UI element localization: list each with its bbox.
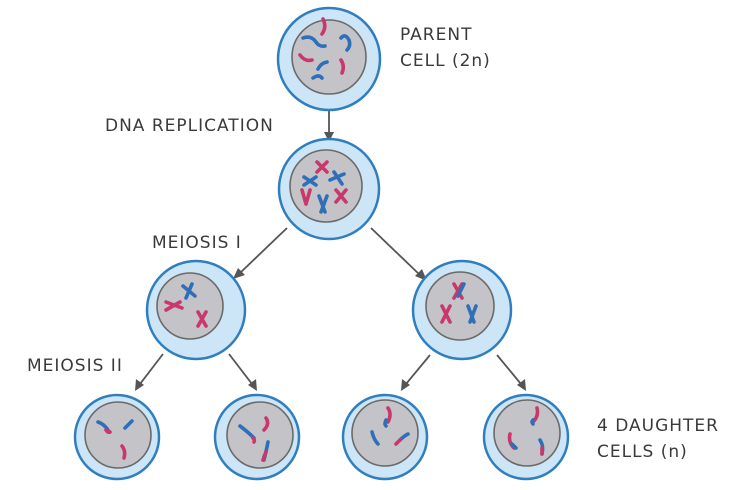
label-daughter-cells: 4 DAUGHTER CELLS (n) — [597, 413, 719, 465]
arrow-parent-to-replicated — [324, 111, 334, 142]
meiosis1-cell-left — [145, 259, 247, 361]
arrow-right-to-d3 — [401, 354, 431, 391]
label-parent-line2: CELL (2n) — [400, 51, 491, 71]
arrow-replicated-to-right — [370, 227, 427, 281]
label-parent-line1: PARENT — [400, 25, 473, 45]
label-dna-replication: DNA REPLICATION — [105, 116, 274, 136]
arrow-right-to-d4 — [496, 354, 526, 391]
chromosomes-replicated — [300, 160, 348, 214]
label-meiosis-2: MEIOSIS II — [27, 356, 123, 376]
chromosomes-d3 — [370, 406, 410, 446]
arrow-replicated-to-left — [233, 227, 288, 279]
daughter-cell-1 — [73, 393, 161, 481]
label-daughter-line1: 4 DAUGHTER — [597, 416, 719, 436]
daughter-cell-2 — [213, 393, 301, 481]
chromosomes-d4 — [507, 406, 545, 456]
daughter-cell-3 — [341, 393, 429, 481]
arrow-left-to-d2 — [228, 353, 257, 391]
chromosomes-m1-right — [440, 282, 478, 324]
chromosomes-parent — [298, 17, 352, 80]
label-daughter-line2: CELLS (n) — [597, 442, 688, 462]
chromosomes-m1-left — [164, 282, 208, 328]
chromosomes-d2 — [238, 416, 270, 462]
label-parent-cell: PARENT CELL (2n) — [400, 22, 491, 74]
parent-cell — [276, 6, 382, 112]
meiosis1-cell-right — [411, 259, 513, 361]
chromosomes-d1 — [96, 419, 134, 460]
label-meiosis-1: MEIOSIS I — [152, 233, 242, 253]
daughter-cell-4 — [482, 393, 570, 481]
arrow-left-to-d1 — [135, 353, 164, 391]
replicated-cell — [277, 137, 381, 241]
